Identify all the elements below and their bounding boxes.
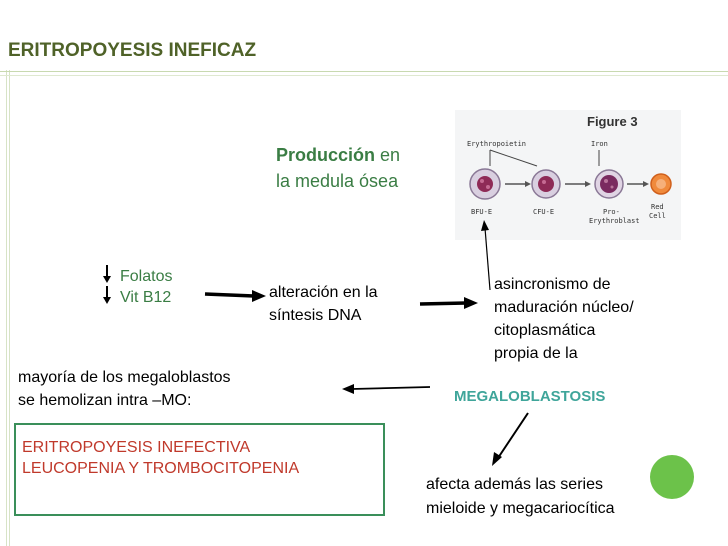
cell-proerythroblast <box>594 169 624 199</box>
conclusion-box <box>14 423 385 516</box>
label-erythropoietin: Erythropoietin <box>467 140 526 148</box>
arrow-to-alteracion <box>204 290 266 302</box>
vitb12-label: Vit B12 <box>120 289 172 306</box>
cell-cfu-e <box>531 169 561 199</box>
label-cfu-e: CFU-E <box>533 208 554 216</box>
figure-3: Figure 3 Erythropoietin Iron <box>455 110 681 240</box>
box-line2: LEUCOPENIA Y TROMBOCITOPENIA <box>22 460 300 477</box>
title-rule <box>0 71 728 72</box>
title-rule-2 <box>0 75 728 76</box>
cell-red-cell <box>650 173 672 195</box>
asincronismo-line2: maduración núcleo/ <box>494 299 634 316</box>
erythropoiesis-figure: Figure 3 Erythropoietin Iron <box>467 114 672 225</box>
arrow-erythropoietin-2 <box>489 149 538 167</box>
label-erythroblast: Erythroblast <box>589 217 640 225</box>
alteracion-line2: síntesis DNA <box>269 307 362 324</box>
left-margin-line-2 <box>9 70 10 546</box>
produccion-heading: Producción en la medula ósea <box>276 142 400 194</box>
left-margin-line <box>6 70 7 546</box>
megaloblastosis-label: MEGALOBLASTOSIS <box>454 388 606 405</box>
arrowhead-stage-1 <box>525 181 531 187</box>
folatos-label: Folatos <box>120 268 173 285</box>
label-cell: Cell <box>649 212 666 220</box>
green-circle-decoration <box>650 455 694 499</box>
mayoria-line2: se hemolizan intra –MO: <box>18 392 192 409</box>
label-red: Red <box>651 203 664 211</box>
alteracion-line1: alteración en la <box>269 284 378 301</box>
down-arrow-vitb12-icon <box>103 286 111 304</box>
asincronismo-line3: citoplasmática <box>494 322 596 339</box>
produccion-bold: Producción <box>276 145 376 165</box>
label-iron: Iron <box>591 140 608 148</box>
label-pro: Pro- <box>603 208 620 216</box>
top-band <box>0 0 728 26</box>
mayoria-line1: mayoría de los megaloblastos <box>18 369 231 386</box>
asincronismo-line4: propia de la <box>494 345 578 362</box>
arrow-up-to-figure <box>481 220 491 291</box>
produccion-rest: en <box>375 145 401 165</box>
box-line1: ERITROPOYESIS INEFECTIVA <box>22 439 251 456</box>
cell-bfu-e <box>469 168 501 200</box>
figure-title: Figure 3 <box>587 114 638 129</box>
label-bfu-e: BFU-E <box>471 208 492 216</box>
arrowhead-stage-3 <box>643 181 649 187</box>
arrow-to-asincronismo <box>419 297 478 309</box>
arrow-to-mayoria <box>342 384 431 394</box>
produccion-line2: la medula ósea <box>276 171 399 191</box>
arrow-to-afecta <box>492 412 529 466</box>
afecta-line2: mieloide y megacariocítica <box>426 500 615 517</box>
slide-title: ERITROPOYESIS INEFICAZ <box>8 40 257 61</box>
afecta-line1: afecta además las series <box>426 476 603 493</box>
arrowhead-stage-2 <box>585 181 591 187</box>
asincronismo-line1: asincronismo de <box>494 276 611 293</box>
down-arrow-folatos-icon <box>103 265 111 283</box>
